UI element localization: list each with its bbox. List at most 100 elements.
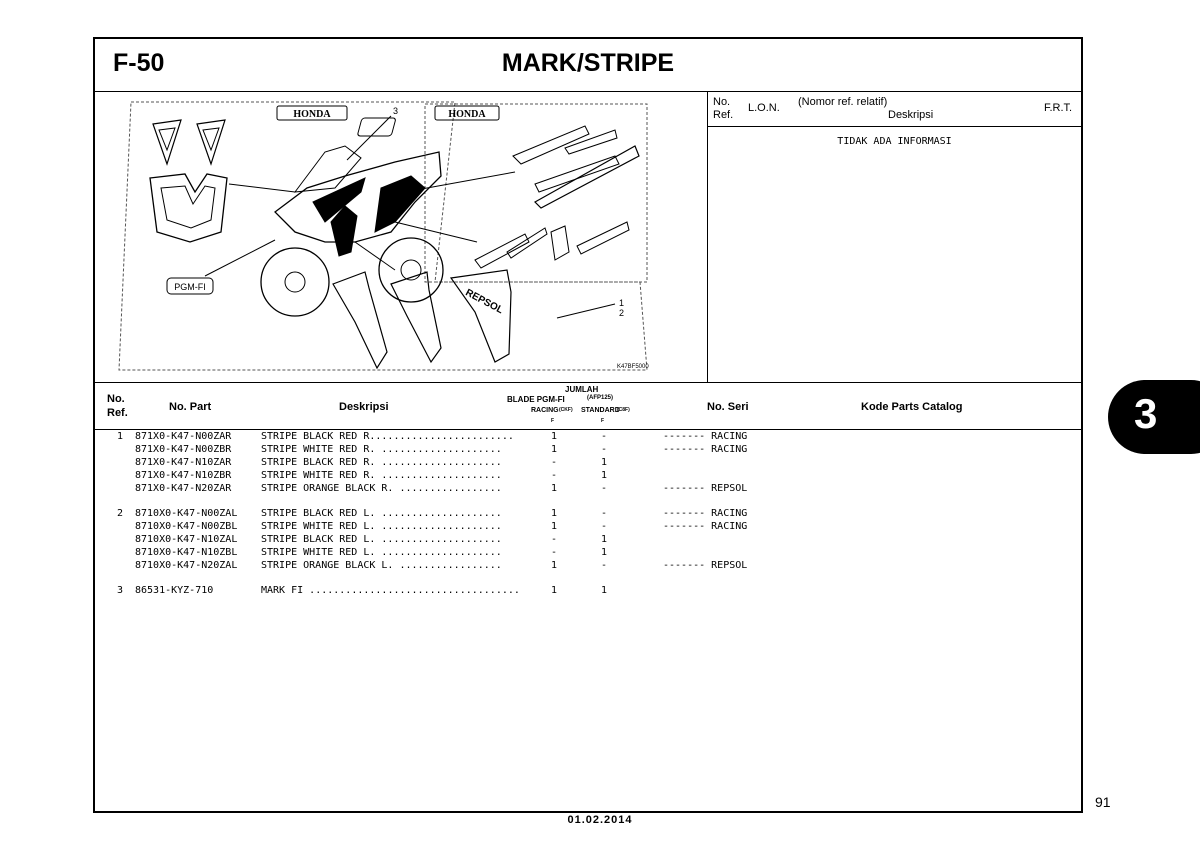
col-catalog: Kode Parts Catalog <box>861 401 963 413</box>
row-qty-standard: - <box>601 560 608 571</box>
row-part-number: 871X0-K47-N00ZAR <box>135 431 232 442</box>
col-racing-sub: F <box>551 418 555 424</box>
table-row: 871X0-K47-N10ZAR STRIPE BLACK RED R. ....… <box>95 457 1081 469</box>
row-ref: 1 <box>117 431 124 442</box>
lon-frt-label: F.R.T. <box>1044 102 1073 114</box>
col-no: No. <box>107 393 125 405</box>
row-description: STRIPE WHITE RED R. <box>261 444 376 455</box>
row-description-cell: MARK FI ................................… <box>261 585 520 596</box>
col-seri: No. Seri <box>707 401 749 413</box>
row-qty-racing: 1 <box>551 444 558 455</box>
row-qty-racing: - <box>551 547 558 558</box>
lon-deskripsi-label: Deskripsi <box>888 109 934 121</box>
row-qty-standard: 1 <box>601 585 608 596</box>
honda-emblem-right-text: HONDA <box>448 109 486 120</box>
row-leader-dots: .................... <box>375 547 502 558</box>
row-qty-standard: 1 <box>601 457 608 468</box>
row-description: MARK FI <box>261 585 304 596</box>
row-qty-standard: - <box>601 521 608 532</box>
row-qty-racing: 1 <box>551 585 558 596</box>
col-racing-code: (CKF) <box>559 407 573 413</box>
figure-code: F-50 <box>113 49 165 77</box>
row-description: STRIPE WHITE RED L. <box>261 547 376 558</box>
row-qty-standard: - <box>601 483 608 494</box>
page-title: MARK/STRIPE <box>501 49 675 77</box>
col-desc: Deskripsi <box>339 401 389 413</box>
col-jumlah: JUMLAH <box>565 385 599 394</box>
row-qty-racing: - <box>551 457 558 468</box>
col-model: BLADE PGM-FI <box>507 395 565 404</box>
row-leader-dots: ................. <box>393 483 502 494</box>
row-part-number: 8710X0-K47-N10ZAL <box>135 534 238 545</box>
row-part-number: 871X0-K47-N10ZAR <box>135 457 232 468</box>
col-part: No. Part <box>169 401 212 413</box>
page-number: 91 <box>1095 794 1111 810</box>
lon-nomor-label: (Nomor ref. relatif) <box>798 96 888 108</box>
row-description-cell: STRIPE WHITE RED R. .................... <box>261 470 502 481</box>
row-seri: ------- RACING <box>663 521 748 532</box>
figure-code-label: K47BF5000 <box>617 364 649 370</box>
print-date: 01.02.2014 <box>567 814 633 826</box>
row-qty-racing: - <box>551 470 558 481</box>
col-ref: Ref. <box>107 407 128 419</box>
honda-emblem-left-text: HONDA <box>293 109 331 120</box>
fi-badge-text: PGM-FI <box>174 282 206 292</box>
section-tab-number: 3 <box>1134 390 1158 437</box>
row-ref: 3 <box>117 585 124 596</box>
table-row: 8710X0-K47-N10ZBL STRIPE WHITE RED L. ...… <box>95 547 1081 559</box>
table-row: 8710X0-K47-N10ZAL STRIPE BLACK RED L. ...… <box>95 534 1081 546</box>
row-description-cell: STRIPE BLACK RED R. .................... <box>261 457 502 468</box>
row-part-number: 86531-KYZ-710 <box>135 585 214 596</box>
row-description-cell: STRIPE WHITE RED L. .................... <box>261 521 502 532</box>
lon-label: L.O.N. <box>748 102 780 114</box>
row-description-cell: STRIPE BLACK RED L. .................... <box>261 508 502 519</box>
row-qty-racing: 1 <box>551 521 558 532</box>
row-seri: ------- REPSOL <box>663 483 748 494</box>
row-qty-standard: - <box>601 431 608 442</box>
col-standard-sub: F <box>601 418 605 424</box>
parts-diagram: PGM-FI HONDA HONDA <box>95 92 708 383</box>
row-description-cell: STRIPE BLACK RED L. .................... <box>261 534 502 545</box>
row-description: STRIPE BLACK RED L. <box>261 534 376 545</box>
row-description: STRIPE WHITE RED L. <box>261 521 376 532</box>
section-tab: 3 <box>1108 380 1200 454</box>
row-ref: 2 <box>117 508 124 519</box>
row-part-number: 8710X0-K47-N10ZBL <box>135 547 238 558</box>
table-row: 1 871X0-K47-N00ZAR STRIPE BLACK RED R.....… <box>95 431 1081 443</box>
lon-header: No. Ref. L.O.N. (Nomor ref. relatif) Des… <box>708 92 1081 127</box>
exploded-view-drawing: PGM-FI HONDA HONDA <box>118 101 649 371</box>
row-part-number: 871X0-K47-N10ZBR <box>135 470 232 481</box>
row-qty-standard: - <box>601 444 608 455</box>
catalog-page-frame: F-50 MARK/STRIPE PGM-FI <box>93 37 1083 813</box>
row-description: STRIPE BLACK RED L. <box>261 508 376 519</box>
row-description: STRIPE BLACK RED R. <box>261 431 376 442</box>
callout-1: 1 <box>619 298 624 308</box>
row-qty-standard: 1 <box>601 470 608 481</box>
col-racing: RACING <box>531 407 559 414</box>
row-leader-dots: ................................... <box>303 585 520 596</box>
row-part-number: 8710X0-K47-N00ZAL <box>135 508 238 519</box>
table-row: 3 86531-KYZ-710 MARK FI ..................… <box>95 585 1081 597</box>
row-part-number: 871X0-K47-N00ZBR <box>135 444 232 455</box>
lon-no-label: No. <box>713 96 731 108</box>
repsol-decal-text: REPSOL <box>463 287 504 316</box>
row-part-number: 871X0-K47-N20ZAR <box>135 483 232 494</box>
table-row: 871X0-K47-N10ZBR STRIPE WHITE RED R. ....… <box>95 470 1081 482</box>
col-standard-code: (C8F) <box>617 407 630 413</box>
row-description-cell: STRIPE ORANGE BLACK L. ................. <box>261 560 502 571</box>
row-leader-dots: ................. <box>393 560 502 571</box>
row-leader-dots: .................... <box>375 444 502 455</box>
row-leader-dots: .................... <box>375 508 502 519</box>
row-leader-dots: .................... <box>375 457 502 468</box>
row-qty-standard: 1 <box>601 547 608 558</box>
row-qty-standard: 1 <box>601 534 608 545</box>
row-qty-racing: - <box>551 534 558 545</box>
row-description: STRIPE ORANGE BLACK L. <box>261 560 394 571</box>
row-seri: ------- RACING <box>663 431 748 442</box>
table-row: 871X0-K47-N00ZBR STRIPE WHITE RED R. ....… <box>95 444 1081 456</box>
row-seri: ------- RACING <box>663 508 748 519</box>
row-description-cell: STRIPE BLACK RED R......................… <box>261 431 514 442</box>
